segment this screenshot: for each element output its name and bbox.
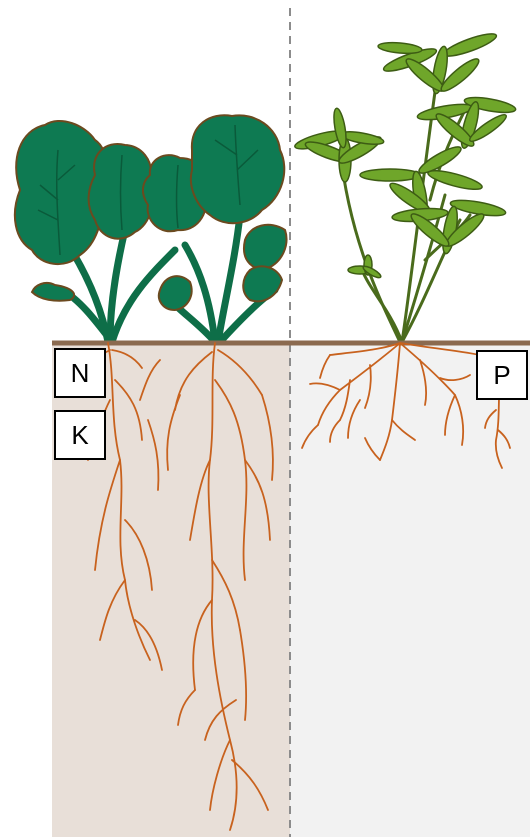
phosphorus-label: P: [476, 350, 528, 400]
kale-leaf: [159, 276, 192, 310]
right-soil-panel: [290, 343, 530, 837]
kale-leaf: [244, 225, 286, 269]
kale-leaf: [243, 266, 282, 301]
kale-plant: [15, 115, 287, 342]
kale-leaf: [32, 283, 74, 301]
lupin-plant: [293, 30, 516, 342]
lupin-leaf-cluster: [392, 197, 507, 254]
lupin-leaf-cluster: [378, 30, 499, 95]
nitrogen-label: N: [54, 348, 106, 398]
potassium-label: K: [54, 410, 106, 460]
